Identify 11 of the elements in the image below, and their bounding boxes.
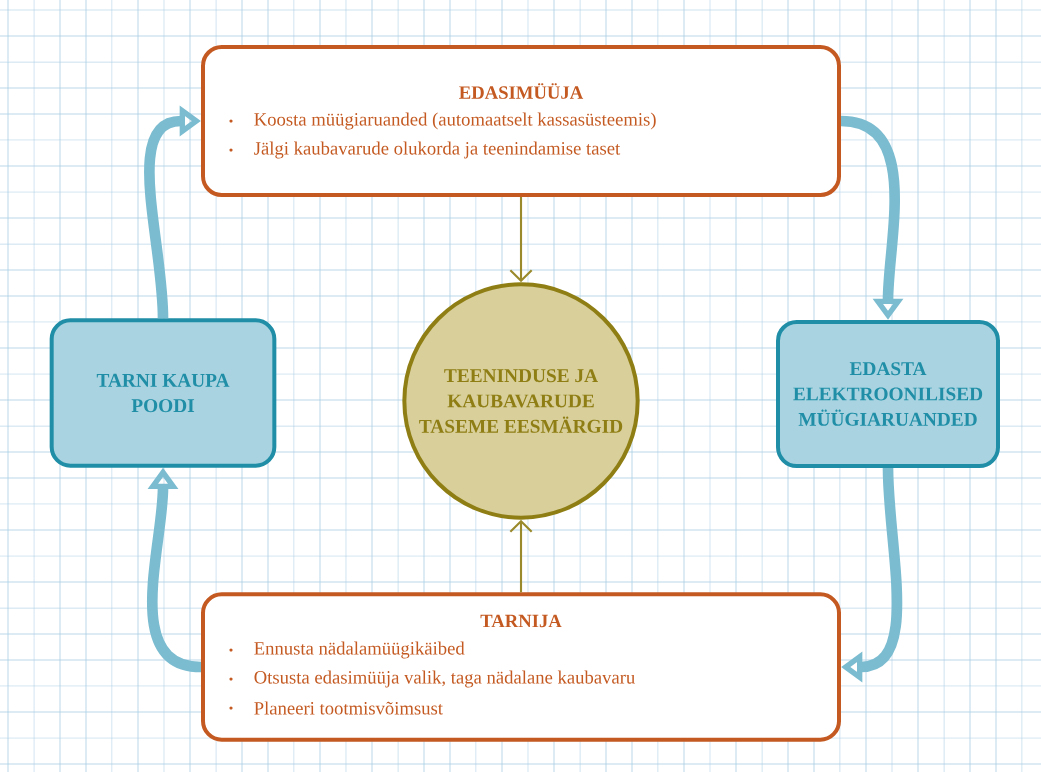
bullet-item: Planeeri tootmisvõimsust: [254, 701, 443, 715]
process-box: TARNI KAUPA POODI: [49, 318, 277, 468]
arrow: [509, 519, 533, 593]
box-heading: EDASIMÜÜJA: [459, 83, 584, 99]
bullet-item: Koosta müügiaruanded (automaatselt kassasüsteemis): [254, 112, 656, 130]
arrow: [509, 197, 533, 283]
bullet-item: Jälgi kaubavarude olukorda ja teenindamise taset: [254, 141, 621, 159]
box-heading: TARNIJA: [480, 614, 562, 628]
bullet-item: Ennusta nädalamüügikäibed: [254, 641, 465, 659]
process-box: EDASTA ELEKTROONILISED MÜÜGIARUANDED: [776, 320, 1000, 468]
bullet-item: Otsusta edasimüüja valik, taga nädalane kaubavaru: [254, 670, 635, 688]
